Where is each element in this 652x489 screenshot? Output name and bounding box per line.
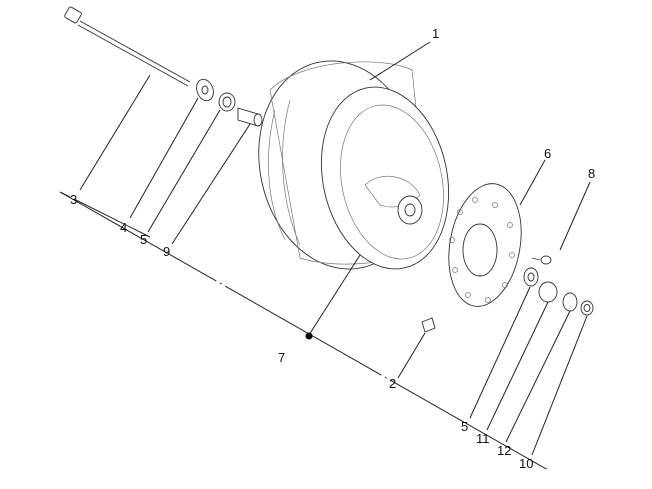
callout-12: 12 [497,443,511,458]
left-spacer-parts [196,78,263,127]
axle-part [64,6,191,87]
callout-11: 11 [476,431,490,446]
callout-1: 1 [432,26,439,41]
right-spacer-parts [523,267,594,316]
screw-part [531,255,552,265]
reference-baseline [59,191,549,471]
callout-3: 3 [70,192,77,207]
callout-2: 2 [389,376,396,391]
callout-6: 6 [544,146,551,161]
callout-7: 7 [278,350,285,365]
wheel-assembly-marker [305,332,313,340]
leader-lines [79,41,591,456]
callout-5-right: 5 [461,419,468,434]
callout-5-left: 5 [140,232,147,247]
callout-4: 4 [120,220,127,235]
callout-10: 10 [519,456,533,471]
callout-8: 8 [588,166,595,181]
wheel-part [258,60,450,270]
valve-part [421,317,436,333]
callout-9: 9 [163,244,170,259]
brake-disc-part [448,183,522,307]
